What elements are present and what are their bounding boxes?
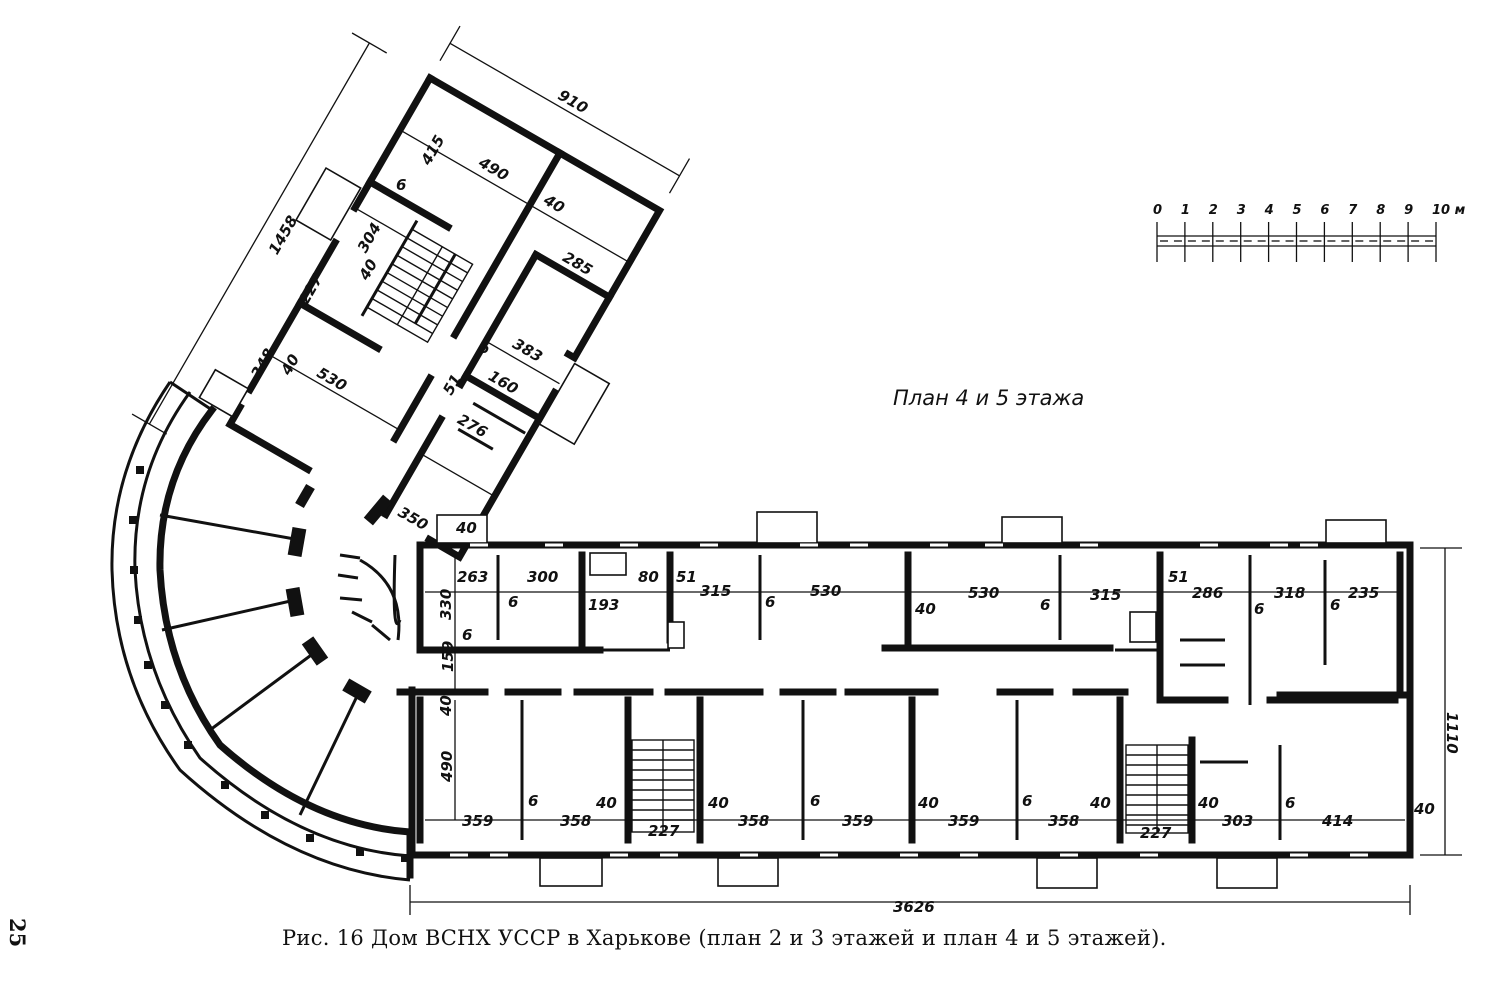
gallery-mullion	[221, 781, 229, 789]
wing-dim-label: 304	[354, 220, 385, 256]
main-stair-west	[631, 739, 695, 833]
gallery-mullion	[356, 848, 364, 856]
scale-label: 10 м	[1432, 203, 1466, 218]
wing-dim-label: 40	[355, 256, 382, 284]
dim-label: 359	[948, 812, 979, 830]
dim-label: 490	[438, 751, 456, 783]
gallery-mullion	[261, 811, 269, 819]
main-length-label: 3626	[893, 898, 935, 916]
dim-label: 6	[1254, 600, 1264, 618]
scale-label: 9	[1404, 203, 1413, 218]
dim-label: 315	[1090, 586, 1121, 604]
dim-label: 40	[595, 794, 617, 812]
main-south-labels: 40 490 359 6 358 40 227 40 358 6 359 40 …	[437, 695, 1435, 842]
dim-label: 6	[810, 792, 820, 810]
wing-dim-label: 350	[395, 503, 431, 534]
scale-bar: 0 1 2 3 4 5 6 7 8 9 10 м	[1153, 203, 1466, 262]
dim-label: 318	[1274, 584, 1305, 602]
dim-label: 263	[457, 568, 488, 586]
gallery-mullion	[134, 616, 142, 624]
dim-label: 159	[439, 641, 457, 672]
dim-label: 193	[588, 596, 619, 614]
wing-dim-label: 6	[479, 339, 489, 357]
scale-label: 8	[1376, 203, 1385, 218]
wing-dim-label: 6	[396, 176, 406, 194]
scale-label: 0	[1153, 203, 1162, 218]
gallery-mullion	[129, 516, 137, 524]
dim-label: 414	[1321, 812, 1353, 830]
dim-label: 227	[648, 822, 680, 840]
dim-label: 358	[738, 812, 769, 830]
dim-label: 6	[1330, 596, 1340, 614]
dim-label: 303	[1222, 812, 1253, 830]
dim-label: 530	[810, 582, 841, 600]
scale-label: 4	[1264, 203, 1274, 218]
dim-label: 315	[700, 582, 731, 600]
dim-label: 40	[1197, 794, 1219, 812]
curved-gallery	[110, 380, 414, 882]
main-depth-label: 1110	[1443, 712, 1461, 754]
dim-label: 359	[842, 812, 873, 830]
gallery-mullion	[306, 834, 314, 842]
scale-label: 1	[1181, 203, 1190, 218]
wing-dim-label: 227	[295, 271, 327, 308]
plan-title: План 4 и 5 этажа	[893, 386, 1084, 410]
wing-dim-label: 383	[510, 335, 546, 366]
main-north-labels: 40 263 300 6 193 80 51 315 6 530 40 530 …	[437, 519, 1379, 672]
gallery-mullion	[184, 741, 192, 749]
wing-dim-label: 51	[439, 371, 465, 398]
dim-label: 40	[1413, 800, 1435, 818]
dim-label: 235	[1348, 584, 1379, 602]
dim-label: 6	[1040, 596, 1050, 614]
wing-block: 910 490 40 285 383 160 276 530 350	[131, 25, 691, 562]
dim-label: 6	[462, 626, 472, 644]
main-block	[396, 511, 1462, 915]
dim-label: 227	[1140, 824, 1172, 842]
dim-label: 6	[508, 593, 518, 611]
wing-dim-label: 415	[417, 132, 449, 169]
dim-label: 6	[1022, 792, 1032, 810]
dim-label: 6	[1285, 794, 1295, 812]
gallery-mullion	[130, 566, 138, 574]
dim-label: 40	[1089, 794, 1111, 812]
dim-label: 40	[707, 794, 729, 812]
dim-label: 51	[676, 568, 697, 586]
scale-label: 7	[1348, 203, 1358, 218]
dim-label: 40	[437, 695, 455, 717]
dim-label: 51	[1168, 568, 1189, 586]
wing-dim-label: 490	[475, 153, 512, 185]
dim-label: 286	[1192, 584, 1223, 602]
main-stair-east	[1125, 744, 1189, 834]
gallery-mullion	[144, 661, 152, 669]
scale-label: 3	[1237, 203, 1246, 218]
dim-label: 359	[462, 812, 493, 830]
wing-stair	[366, 228, 474, 344]
dim-label: 530	[968, 584, 999, 602]
gallery-mullion	[161, 701, 169, 709]
dim-label: 330	[437, 589, 455, 620]
overall-labels: 3626 1110	[893, 712, 1461, 916]
scale-label: 2	[1209, 203, 1218, 218]
gallery-mullion	[136, 466, 144, 474]
dim-label: 40	[914, 600, 936, 618]
wing-length-label: 1458	[265, 212, 301, 257]
dim-label: 6	[528, 792, 538, 810]
page-number: 25	[5, 918, 30, 948]
dim-label: 40	[455, 519, 477, 537]
gallery-mullion	[401, 854, 409, 862]
figure-caption: Рис. 16 Дом ВСНХ УССР в Харькове (план 2…	[282, 926, 1167, 950]
dim-label: 358	[1048, 812, 1079, 830]
dim-label: 80	[638, 568, 659, 586]
dim-label: 40	[917, 794, 939, 812]
dim-label: 358	[560, 812, 591, 830]
wing-width-label: 910	[555, 86, 591, 117]
dim-label: 6	[765, 593, 775, 611]
scale-label: 6	[1320, 203, 1329, 218]
wing-dim-label: 40	[277, 351, 304, 379]
scale-label: 5	[1293, 203, 1302, 218]
dim-label: 300	[527, 568, 558, 586]
